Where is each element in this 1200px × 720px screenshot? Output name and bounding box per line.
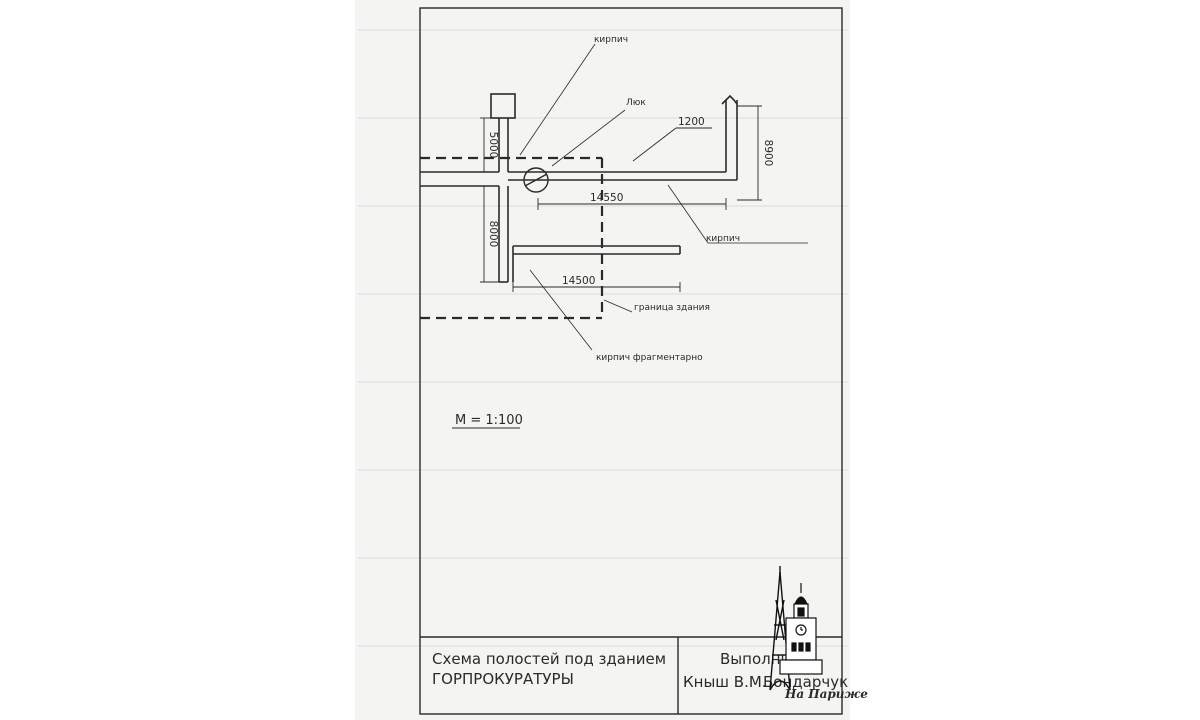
label-kirpich-top: кирпич bbox=[594, 35, 628, 45]
drawing-sheet bbox=[355, 0, 850, 720]
cavity-outlines bbox=[420, 93, 738, 283]
dim-8900: 8900 bbox=[762, 140, 774, 167]
dim-8000: 8000 bbox=[487, 221, 499, 248]
label-kirpich-fragmentarno: кирпич фрагментарно bbox=[596, 353, 703, 363]
label-building-boundary: граница здания bbox=[634, 303, 710, 313]
title-line-1: Схема полостей под зданием bbox=[432, 650, 666, 668]
paper-ruling bbox=[358, 29, 848, 647]
performer-1: Кныш В.М. bbox=[683, 673, 767, 691]
dim-14550: 14550 bbox=[590, 192, 623, 204]
watermark-text: На Париже bbox=[784, 687, 868, 701]
manhole-symbol bbox=[523, 167, 549, 193]
dimension-lines bbox=[480, 105, 762, 292]
label-kirpich-right: кирпич bbox=[706, 234, 740, 244]
clock-tower-icon bbox=[779, 583, 823, 675]
dim-5000: 5000 bbox=[487, 132, 499, 159]
building-boundary-line bbox=[420, 156, 604, 320]
eiffel-tower-icon bbox=[769, 566, 791, 691]
scale-note: М = 1:100 bbox=[455, 413, 523, 428]
performer-2: Бондарчук bbox=[763, 673, 848, 691]
title-block bbox=[420, 636, 842, 714]
title-line-2: ГОРПРОКУРАТУРЫ bbox=[432, 670, 574, 688]
dim-14500: 14500 bbox=[562, 275, 595, 287]
dim-1200: 1200 bbox=[678, 116, 705, 128]
leader-lines bbox=[519, 43, 808, 351]
label-lyuk: Люк bbox=[626, 98, 646, 108]
drawing-frame bbox=[419, 7, 843, 715]
